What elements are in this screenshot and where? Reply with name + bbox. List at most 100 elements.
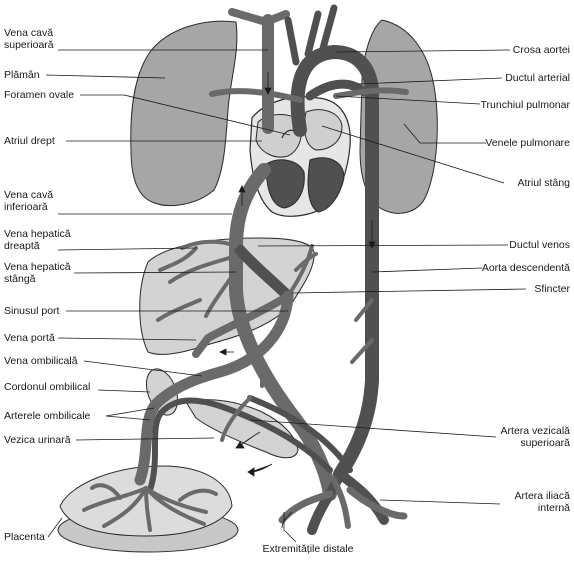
label-arterele-ombilicale: Arterele ombilicale xyxy=(4,410,91,422)
leader-line-vena-hepatica-stanga xyxy=(73,271,237,274)
leader-line-artera-vezicala-superioara xyxy=(249,419,497,438)
label-line: inferioară xyxy=(4,201,48,213)
leader-line-plaman xyxy=(45,74,166,79)
leader-line-vezica-urinara xyxy=(75,437,215,441)
label-sfincter: Sfincter xyxy=(534,283,570,295)
placental-vessels xyxy=(82,483,218,532)
leader-line-vena-ombilicala xyxy=(83,360,203,377)
label-line: superioară xyxy=(4,39,54,51)
leader-line-ductul-venos xyxy=(257,244,509,247)
leader-line-placenta xyxy=(47,517,63,538)
iliac-right xyxy=(335,469,389,525)
inferior-vena-cava xyxy=(229,163,337,501)
label-line: Ductul arterial xyxy=(505,72,570,84)
label-vena-porta: Vena portă xyxy=(4,332,55,344)
label-line: Placenta xyxy=(4,531,45,543)
label-atriul-drept: Atriul drept xyxy=(4,135,55,147)
leader-line-sfincter xyxy=(291,288,527,294)
label-line: Artera iliacă xyxy=(515,490,571,502)
label-line: Plămân xyxy=(4,69,40,81)
label-vezica-urinara: Vezica urinară xyxy=(4,434,71,446)
label-line: Vena hepatică xyxy=(4,261,71,273)
label-ductul-arterial: Ductul arterial xyxy=(505,72,570,84)
hepatic-vein-branches xyxy=(156,239,318,322)
leader-line-cordonul-ombilical xyxy=(97,389,151,393)
label-line: Crosa aortei xyxy=(513,44,570,56)
label-ductul-venos: Ductul venos xyxy=(509,239,570,251)
label-line: Vena cavă xyxy=(4,27,53,39)
leader-line-artera-iliaca-interna xyxy=(379,499,501,505)
leader-line-crosa-aortei xyxy=(335,49,511,53)
label-vena-ombilicala: Vena ombilicală xyxy=(4,355,78,367)
label-line: Ductul venos xyxy=(509,239,570,251)
vessels xyxy=(82,4,409,535)
leader-line-vena-porta xyxy=(57,337,197,341)
portal-vein xyxy=(192,292,292,358)
right-ventricle-shape xyxy=(265,159,305,209)
label-line: dreaptă xyxy=(4,240,40,252)
leader-line-aorta-descendenta xyxy=(371,267,483,273)
leader-line-extremitatile-distale xyxy=(283,512,297,543)
label-venele-pulmonare: Venele pulmonare xyxy=(485,137,570,149)
label-line: Atriul stâng xyxy=(517,177,570,189)
right-lung xyxy=(130,20,238,207)
lungs xyxy=(130,19,438,214)
label-line: Foramen ovale xyxy=(4,89,74,101)
left-ventricle-shape xyxy=(307,157,345,213)
label-line: stângă xyxy=(4,273,36,285)
label-line: Artera vezicală xyxy=(501,425,571,437)
label-line: internă xyxy=(538,502,570,514)
label-line: Vena hepatică xyxy=(4,228,71,240)
leader-line-venele-pulmonare xyxy=(403,123,486,144)
bladder xyxy=(185,399,299,459)
aortic-arch-branches xyxy=(284,4,338,66)
pulmonary-artery-left xyxy=(333,87,409,99)
umbilical-vein xyxy=(134,290,294,486)
iliac-branch-3 xyxy=(331,477,351,529)
label-line: Cordonul ombilical xyxy=(4,381,90,393)
superior-vena-cava-top xyxy=(228,8,290,27)
ductus-venosus xyxy=(234,244,294,302)
label-line: Atriul drept xyxy=(4,135,55,147)
umbilical-artery-1 xyxy=(147,397,333,493)
label-line: Trunchiul pulmonar xyxy=(481,99,571,111)
label-line: Vena cavă xyxy=(4,189,53,201)
leader-line-ductul-arterial xyxy=(357,77,503,85)
label-line: Vena ombilicală xyxy=(4,355,78,367)
leader-line-arterele-ombilicale xyxy=(105,407,155,421)
iliac-branch-2 xyxy=(346,486,408,520)
superior-vesical-artery xyxy=(220,396,252,442)
left-atrium-shape xyxy=(303,109,343,151)
label-sinusul-port: Sinusul port xyxy=(4,305,60,317)
label-line: Extremitățile distale xyxy=(262,543,353,555)
leader-line-trunchiul-pulmonar xyxy=(335,95,481,105)
iliac-branch-1 xyxy=(278,490,334,524)
aortic-side-branches xyxy=(350,298,374,364)
leader-line-atriul-stang xyxy=(321,125,505,184)
label-crosa-aortei: Crosa aortei xyxy=(513,44,570,56)
label-atriul-stang: Atriul stâng xyxy=(517,177,570,189)
label-line: Sinusul port xyxy=(4,305,60,317)
pulmonary-artery-right xyxy=(209,88,303,103)
label-line: Sfincter xyxy=(534,283,570,295)
leader-line-vena-hepatica-dreapta xyxy=(57,247,197,251)
label-line: superioară xyxy=(520,437,570,449)
label-line: Aorta descendentă xyxy=(482,262,570,274)
label-line: Vena portă xyxy=(4,332,55,344)
aortic-arch xyxy=(290,44,379,147)
flow-arrows xyxy=(219,72,376,529)
label-plaman: Plămân xyxy=(4,69,40,81)
leader-line-foramen-ovale xyxy=(80,94,291,136)
label-placenta: Placenta xyxy=(4,531,45,543)
label-aorta-descendenta: Aorta descendentă xyxy=(482,262,570,274)
umbilical-artery-2 xyxy=(247,395,353,473)
label-line: Venele pulmonare xyxy=(485,137,570,149)
